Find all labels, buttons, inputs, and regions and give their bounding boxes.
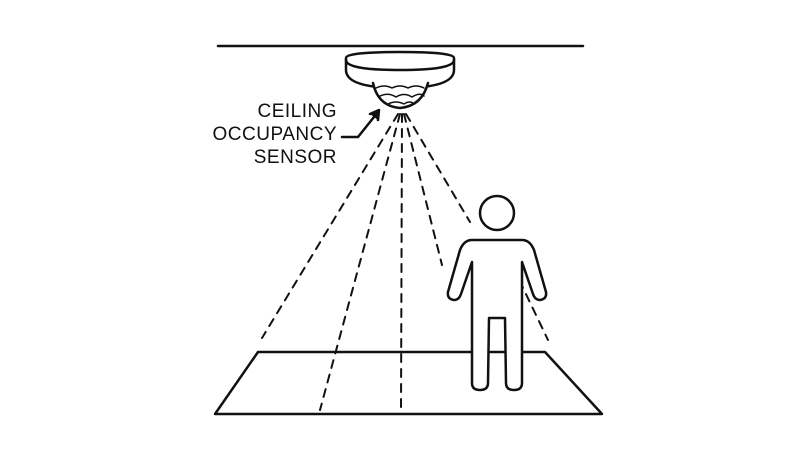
label-arrow: [340, 110, 380, 139]
sensor-label: CEILING OCCUPANCY SENSOR: [200, 100, 337, 169]
detection-rays: [261, 113, 549, 411]
label-line: CEILING: [257, 101, 337, 122]
floor-detection-zone: [213, 350, 604, 416]
label-line: SENSOR: [253, 147, 337, 168]
detection-ray: [261, 113, 399, 339]
detection-ray: [319, 113, 401, 411]
label-line: OCCUPANCY: [212, 124, 337, 145]
ceiling-sensor-icon: [344, 50, 456, 110]
label-arrowhead: [368, 108, 381, 122]
person-icon: [446, 194, 548, 392]
detection-ray: [400, 113, 403, 411]
detection-ray: [405, 113, 471, 223]
detection-ray: [403, 113, 443, 266]
